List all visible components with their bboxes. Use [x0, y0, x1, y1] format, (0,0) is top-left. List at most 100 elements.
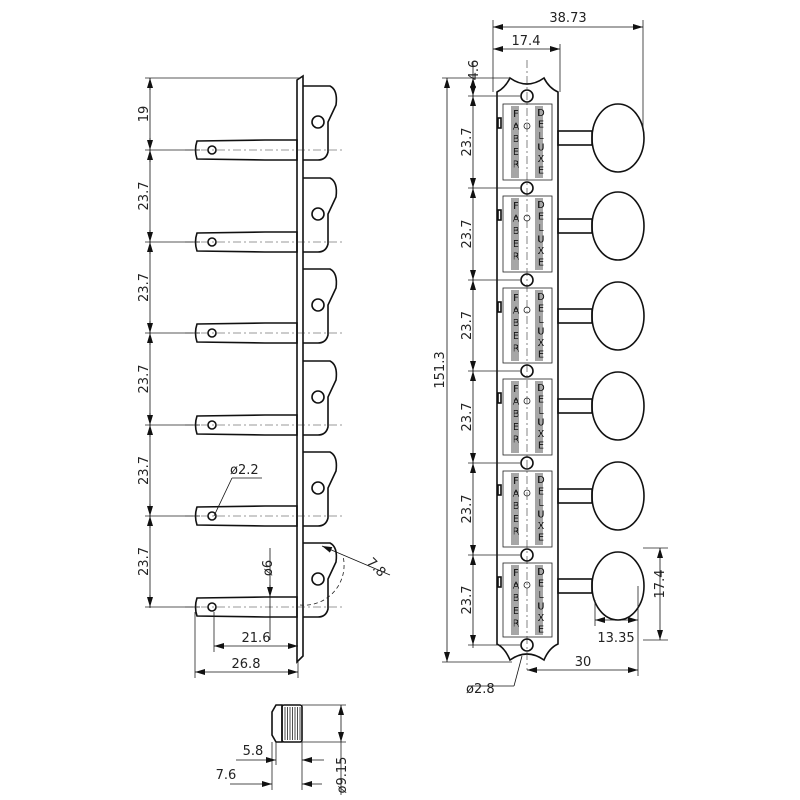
- tuner-post: [185, 85, 345, 161]
- side-view: 19 23.723.723.723.723.7 ø2.2 ø6 7.8 21.6…: [137, 74, 391, 678]
- dim-overall-width: 38.73: [549, 11, 586, 26]
- dim-screw-hole: ø2.8: [466, 682, 495, 697]
- gear-screw: [311, 115, 325, 129]
- brand-right-letter: D: [537, 200, 544, 211]
- dim-bushing-outer: 7.6: [216, 768, 237, 783]
- brand-right-letter: E: [538, 625, 544, 636]
- tuner-knob[interactable]: [591, 103, 645, 173]
- tuner-knob[interactable]: [591, 191, 645, 261]
- brand-left: FABER: [511, 568, 522, 631]
- gear-housing: [303, 542, 338, 618]
- brand-right-letter: E: [538, 212, 544, 223]
- tuner-knob[interactable]: [591, 371, 645, 441]
- tuner-knob[interactable]: [591, 281, 645, 351]
- brand-right-letter: D: [537, 567, 544, 578]
- brand-left: FABER: [511, 476, 522, 539]
- dim-knob-offset: 13.35: [597, 631, 634, 646]
- brand-right-letter: U: [538, 235, 545, 246]
- brand-right-letter: E: [538, 258, 544, 269]
- knob-shaft: [557, 578, 593, 594]
- tuner-post: [185, 451, 345, 527]
- tuner-knob[interactable]: [591, 551, 645, 621]
- brand-right-letter: X: [538, 246, 545, 257]
- screw-hole: [520, 548, 534, 562]
- dim-pitch: 23.7: [460, 495, 475, 524]
- brand-right-letter: U: [538, 327, 545, 338]
- screw-hole: [520, 273, 534, 287]
- gear-housing: [303, 360, 338, 436]
- tuner-cover: [502, 378, 553, 456]
- dim-hole-dia: ø2.2: [230, 463, 259, 478]
- brand-right-letter: L: [538, 498, 544, 509]
- dim-knob-reach: 30: [575, 655, 592, 670]
- dim-pitch: 23.7: [460, 311, 475, 340]
- knob-shaft: [557, 488, 593, 504]
- tuner-knob[interactable]: [591, 461, 645, 531]
- brand-right-letter: E: [538, 441, 544, 452]
- tuner-post: [185, 542, 345, 618]
- gear-screw: [311, 207, 325, 221]
- dim-top-offset: 4.6: [467, 60, 482, 81]
- brand-left: FABER: [511, 384, 522, 447]
- gear-housing: [303, 177, 338, 253]
- brand-right-letter: U: [538, 418, 545, 429]
- tuner-post: [185, 268, 345, 344]
- gear-housing: [303, 268, 338, 344]
- brand-right-letter: X: [538, 521, 545, 532]
- dim-pitch: 23.7: [460, 220, 475, 249]
- tuner-post: [185, 360, 345, 436]
- gear-housing: [303, 451, 338, 527]
- tuner-cover: [502, 195, 553, 273]
- knob-shaft: [557, 398, 593, 414]
- brand-left: FABER: [511, 109, 522, 172]
- brand-right-letter: E: [538, 579, 544, 590]
- bushing-body: [281, 704, 303, 743]
- tuner-cover: [502, 287, 553, 364]
- gear-screw: [311, 481, 325, 495]
- front-plate: [496, 76, 559, 662]
- dim-pitch: 23.7: [460, 586, 475, 615]
- brand-right-letter: D: [537, 108, 544, 119]
- brand-right-letter: X: [538, 154, 545, 165]
- brand-right-letter: E: [538, 166, 544, 177]
- brand-right-letter: E: [538, 533, 544, 544]
- brand-left: FABER: [511, 201, 522, 264]
- dim-knob-height: 17.4: [653, 570, 668, 599]
- dim-post-dia: ø6: [261, 560, 276, 576]
- screw-hole: [520, 456, 534, 470]
- dim-gear: 7.8: [363, 555, 388, 580]
- dim-top: 19: [137, 106, 152, 123]
- dim-plate-width: 17.4: [512, 34, 541, 49]
- brand-right-letter: L: [538, 590, 544, 601]
- dim-pitch: 23.7: [460, 403, 475, 432]
- brand-right-letter: X: [538, 338, 545, 349]
- dim-total-len: 26.8: [232, 657, 261, 672]
- tuner-cover: [502, 470, 553, 548]
- dim-bushing-dia: ø9.15: [335, 757, 350, 794]
- screw-hole: [520, 181, 534, 195]
- bushing-view: ø9.15 5.8 7.6: [216, 704, 350, 795]
- brand-right-letter: E: [538, 395, 544, 406]
- screw-hole: [520, 638, 534, 652]
- bushing-flange: [271, 704, 283, 743]
- gear-screw: [311, 572, 325, 586]
- brand-right-letter: D: [537, 475, 544, 486]
- dim-bushing-inner: 5.8: [243, 744, 264, 759]
- dim-pitch: 23.7: [137, 547, 152, 576]
- tuner-post: [185, 177, 345, 253]
- brand-right-letter: L: [538, 315, 544, 326]
- dim-pitch: 23.7: [137, 273, 152, 302]
- dim-post-len: 21.6: [242, 631, 271, 646]
- screw-hole: [520, 89, 534, 103]
- brand-right-letter: X: [538, 429, 545, 440]
- brand-right-letter: U: [538, 143, 545, 154]
- screw-hole: [520, 364, 534, 378]
- side-plate: [296, 74, 304, 664]
